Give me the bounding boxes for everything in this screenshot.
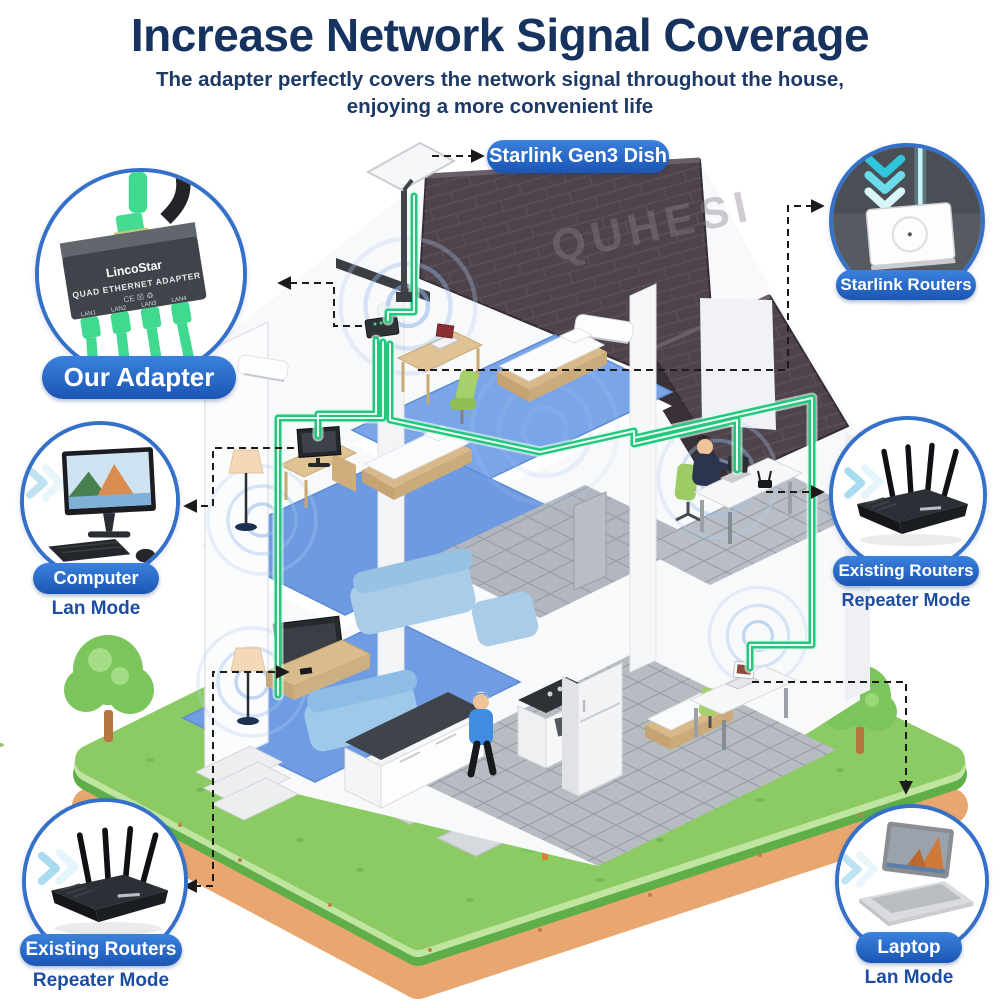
laptop-pill: Laptop <box>856 932 962 963</box>
desktop-monitor <box>296 426 342 467</box>
laptop-mode: Lan Mode <box>864 967 954 988</box>
arrow-computer <box>183 447 294 513</box>
existing-routers-right-mode: Repeater Mode <box>841 590 971 610</box>
middle-desk <box>278 426 358 508</box>
doorway <box>573 491 607 591</box>
tree-left <box>64 635 154 742</box>
middle-living <box>350 548 539 647</box>
arrow-adapter <box>277 276 362 327</box>
subtitle-line2: enjoying a more convenient life <box>346 95 654 119</box>
router-photo <box>833 420 983 570</box>
fridge <box>562 662 623 797</box>
subtitle: The adapter perfectly covers the network… <box>0 66 1000 120</box>
svg-text:LAN4: LAN4 <box>171 295 188 304</box>
router-photo-2 <box>26 802 184 960</box>
adapter-callout-circle: LincoStar QUAD ETHERNET ADAPTER CE ☒ ♻ L… <box>35 168 247 380</box>
office <box>674 436 804 544</box>
arrow-laptop <box>752 681 913 795</box>
svg-text:LAN3: LAN3 <box>141 300 158 309</box>
adapter-box: LincoStar QUAD ETHERNET ADAPTER CE ☒ ♻ L… <box>59 212 207 376</box>
subtitle-line1: The adapter perfectly covers the network… <box>155 68 844 91</box>
connector-arrows <box>183 149 913 893</box>
office-person <box>692 436 730 487</box>
upper-desk <box>396 323 484 404</box>
existing-routers-right-label: Existing Routers <box>838 561 974 580</box>
laptop-circle <box>835 804 989 958</box>
page-title: Increase Network Signal Coverage <box>130 9 870 61</box>
existing-routers-bl-mode: Repeater Mode <box>32 970 170 991</box>
floor-lamp-middle <box>228 449 264 531</box>
office-chair <box>674 463 701 522</box>
chevron-down-icon <box>864 154 906 211</box>
starlink-routers-label: Starlink Routers <box>840 275 972 294</box>
kitchen <box>344 662 623 809</box>
ethernet-cables <box>272 190 818 701</box>
chevron-right-icon <box>841 851 878 888</box>
computer-label: Computer <box>53 568 139 588</box>
desk-router <box>757 470 772 488</box>
header: Increase Network Signal Coverage The ada… <box>0 8 1000 120</box>
walking-person <box>467 691 497 778</box>
starlink-routers-pill: Starlink Routers <box>836 270 976 300</box>
adapter-photo: LincoStar QUAD ETHERNET ADAPTER CE ☒ ♻ L… <box>39 172 243 376</box>
computer-pill: Computer <box>33 563 159 594</box>
laptop-photo <box>839 808 985 954</box>
starlink-dish <box>365 141 457 302</box>
upper-bed <box>497 327 607 402</box>
annex-desk <box>688 660 798 750</box>
wall-adapter-device <box>364 315 400 339</box>
chevron-right-icon <box>26 463 65 502</box>
annex-bedroom <box>645 660 798 750</box>
computer-circle <box>20 421 180 581</box>
arrow-routers-bottom-left <box>183 665 290 893</box>
adapter-label: Our Adapter <box>63 362 215 392</box>
gable-wall <box>700 298 776 430</box>
computer-photo <box>24 425 176 577</box>
existing-routers-right-pill: Existing Routers <box>833 556 979 586</box>
adapter-label-pill: Our Adapter <box>42 356 236 399</box>
middle-bedroom <box>228 425 472 531</box>
tv-unit <box>264 615 372 700</box>
existing-routers-bl-label: Existing Routers <box>25 939 177 960</box>
svg-text:LAN1: LAN1 <box>80 309 97 318</box>
soil-dots <box>178 813 862 952</box>
existing-routers-right-circle <box>829 416 987 574</box>
dish-label-pill: Starlink Gen3 Dish <box>487 140 669 173</box>
upper-bedroom <box>396 314 634 424</box>
arrow-starlink-routers <box>418 199 825 371</box>
svg-text:LAN2: LAN2 <box>111 304 128 313</box>
air-conditioner-left <box>237 354 289 382</box>
upper-chair <box>450 369 479 424</box>
laptop-label: Laptop <box>877 936 941 958</box>
existing-routers-bl-pill: Existing Routers <box>20 934 182 966</box>
kitchen-counter <box>344 692 485 809</box>
dish-label: Starlink Gen3 Dish <box>489 145 667 167</box>
computer-mode: Lan Mode <box>51 598 141 619</box>
